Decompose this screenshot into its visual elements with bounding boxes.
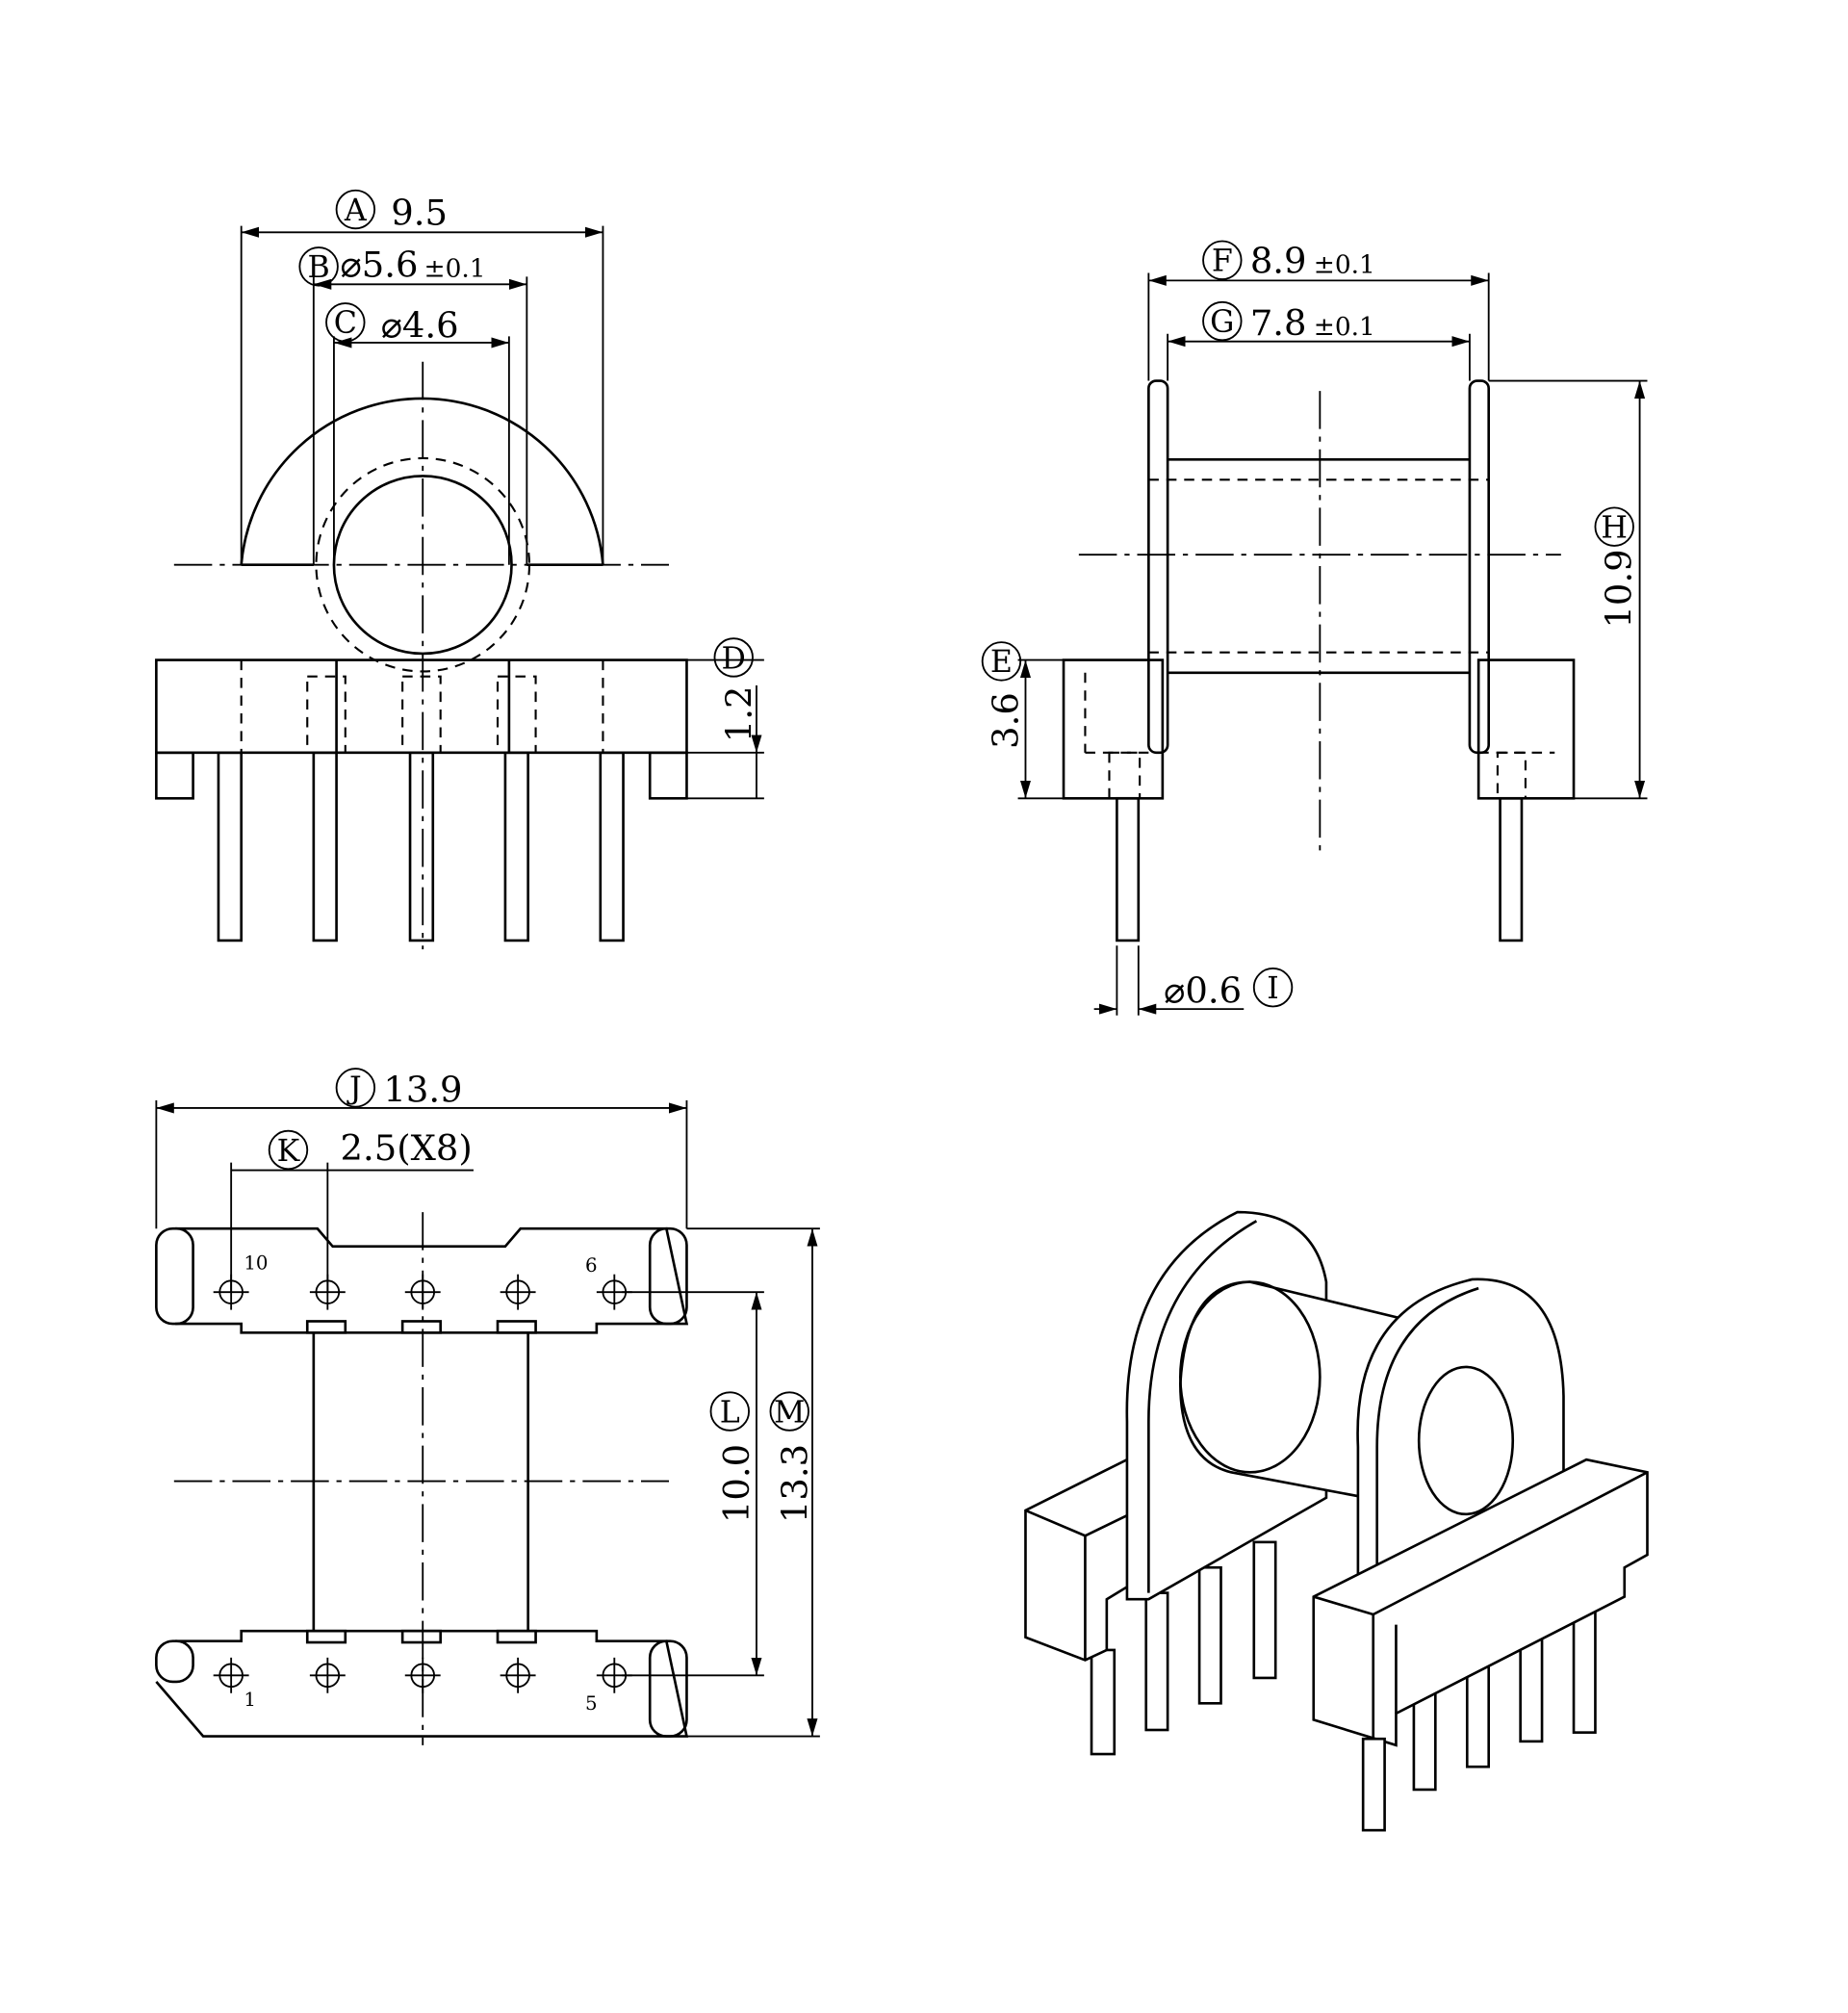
pin-label-5: 5 [585,1692,598,1715]
svg-text:C: C [334,306,357,341]
svg-text:±0.1: ±0.1 [1314,313,1375,342]
dim-D: D 1.2 [713,637,760,743]
dim-K: K 2.5(X8) [268,1127,473,1171]
svg-text:10.9: 10.9 [1598,549,1639,628]
svg-text:H: H [1601,510,1628,545]
dim-A: A 9.5 [335,189,448,233]
svg-text:F: F [1212,245,1233,279]
dim-M: M 13.3 [769,1391,816,1523]
svg-text:J: J [346,1071,362,1106]
dim-H: H 10.9 [1594,506,1639,629]
side-view: F 8.9 ±0.1 G 7.8 ±0.1 H 10.9 E 3.6 ⌀0.6 [981,240,1648,1016]
dim-L: L 10.0 [709,1391,757,1523]
dim-G: G 7.8 ±0.1 [1202,300,1375,344]
dim-B: B ⌀5.6 ±0.1 [298,244,486,287]
svg-text:2.5(X8): 2.5(X8) [341,1127,473,1169]
svg-text:13.9: 13.9 [383,1069,462,1110]
bottom-view: J 13.9 K 2.5(X8) 10 6 1 5 L 10.0 M 13.3 [155,1068,820,1745]
svg-text:8.9: 8.9 [1250,240,1307,281]
svg-text:±0.1: ±0.1 [424,254,486,283]
pin-label-6: 6 [585,1254,598,1277]
dim-J: J 13.9 [335,1068,463,1110]
dim-I: ⌀0.6 I [1164,968,1294,1012]
dim-F: F 8.9 ±0.1 [1202,240,1375,281]
svg-text:G: G [1210,305,1234,340]
svg-text:±0.1: ±0.1 [1314,250,1375,279]
svg-text:⌀0.6: ⌀0.6 [1164,970,1242,1012]
dim-C: C ⌀4.6 [325,302,459,347]
isometric-view [1024,1210,1649,1832]
svg-text:3.6: 3.6 [986,692,1027,749]
svg-text:B: B [307,250,329,285]
dim-E: E 3.6 [981,641,1027,749]
svg-text:13.3: 13.3 [775,1444,816,1523]
front-pins [217,751,625,942]
svg-text:9.5: 9.5 [391,192,448,233]
svg-text:L: L [720,1395,740,1430]
svg-text:I: I [1267,971,1279,1006]
svg-text:⌀5.6: ⌀5.6 [341,244,419,285]
svg-text:A: A [344,194,368,228]
svg-text:M: M [774,1395,805,1430]
svg-text:⌀4.6: ⌀4.6 [381,305,459,347]
svg-text:K: K [277,1134,301,1169]
svg-text:7.8: 7.8 [1250,302,1307,344]
pin-holes [213,1274,632,1693]
svg-text:D: D [722,641,746,676]
front-view: A 9.5 B ⌀5.6 ±0.1 C ⌀4.6 D 1.2 [155,189,764,950]
pin-label-10: 10 [244,1252,268,1274]
svg-text:1.2: 1.2 [719,686,760,743]
svg-text:10.0: 10.0 [716,1444,757,1523]
pin-label-1: 1 [244,1689,256,1711]
svg-text:E: E [990,645,1013,680]
